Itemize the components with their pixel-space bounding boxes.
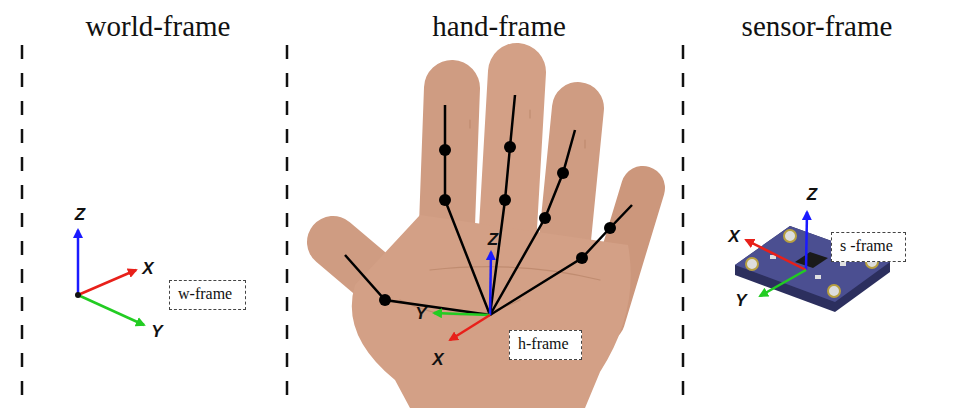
axis-label: Y [151, 323, 162, 340]
hand-axes [434, 252, 491, 340]
frame-label-box: s -frame [831, 232, 906, 262]
panel-title: hand-frame [432, 12, 566, 41]
axis-label: X [142, 260, 153, 277]
frame-name: s -frame [840, 237, 897, 255]
joint-dots [379, 141, 616, 306]
world-axes [75, 230, 144, 325]
frame-name: h-frame [518, 335, 573, 353]
sensor-axes [746, 212, 807, 296]
axis-label: X [432, 351, 443, 368]
hand-skeleton [345, 95, 632, 315]
frame-label-box: w-frame [169, 280, 246, 310]
frame-label-box: h-frame [509, 330, 582, 360]
axis-label: Y [415, 305, 426, 322]
frame-name: w-frame [178, 285, 237, 303]
axis-label: Y [735, 292, 746, 309]
panel-title: world-frame [86, 12, 231, 41]
hand-drawing [333, 72, 643, 408]
axis-label: X [728, 228, 739, 245]
axis-label: Z [488, 231, 498, 248]
panel-title: sensor-frame [742, 12, 893, 41]
axis-label: Z [75, 206, 85, 223]
axis-label: Z [807, 186, 817, 203]
